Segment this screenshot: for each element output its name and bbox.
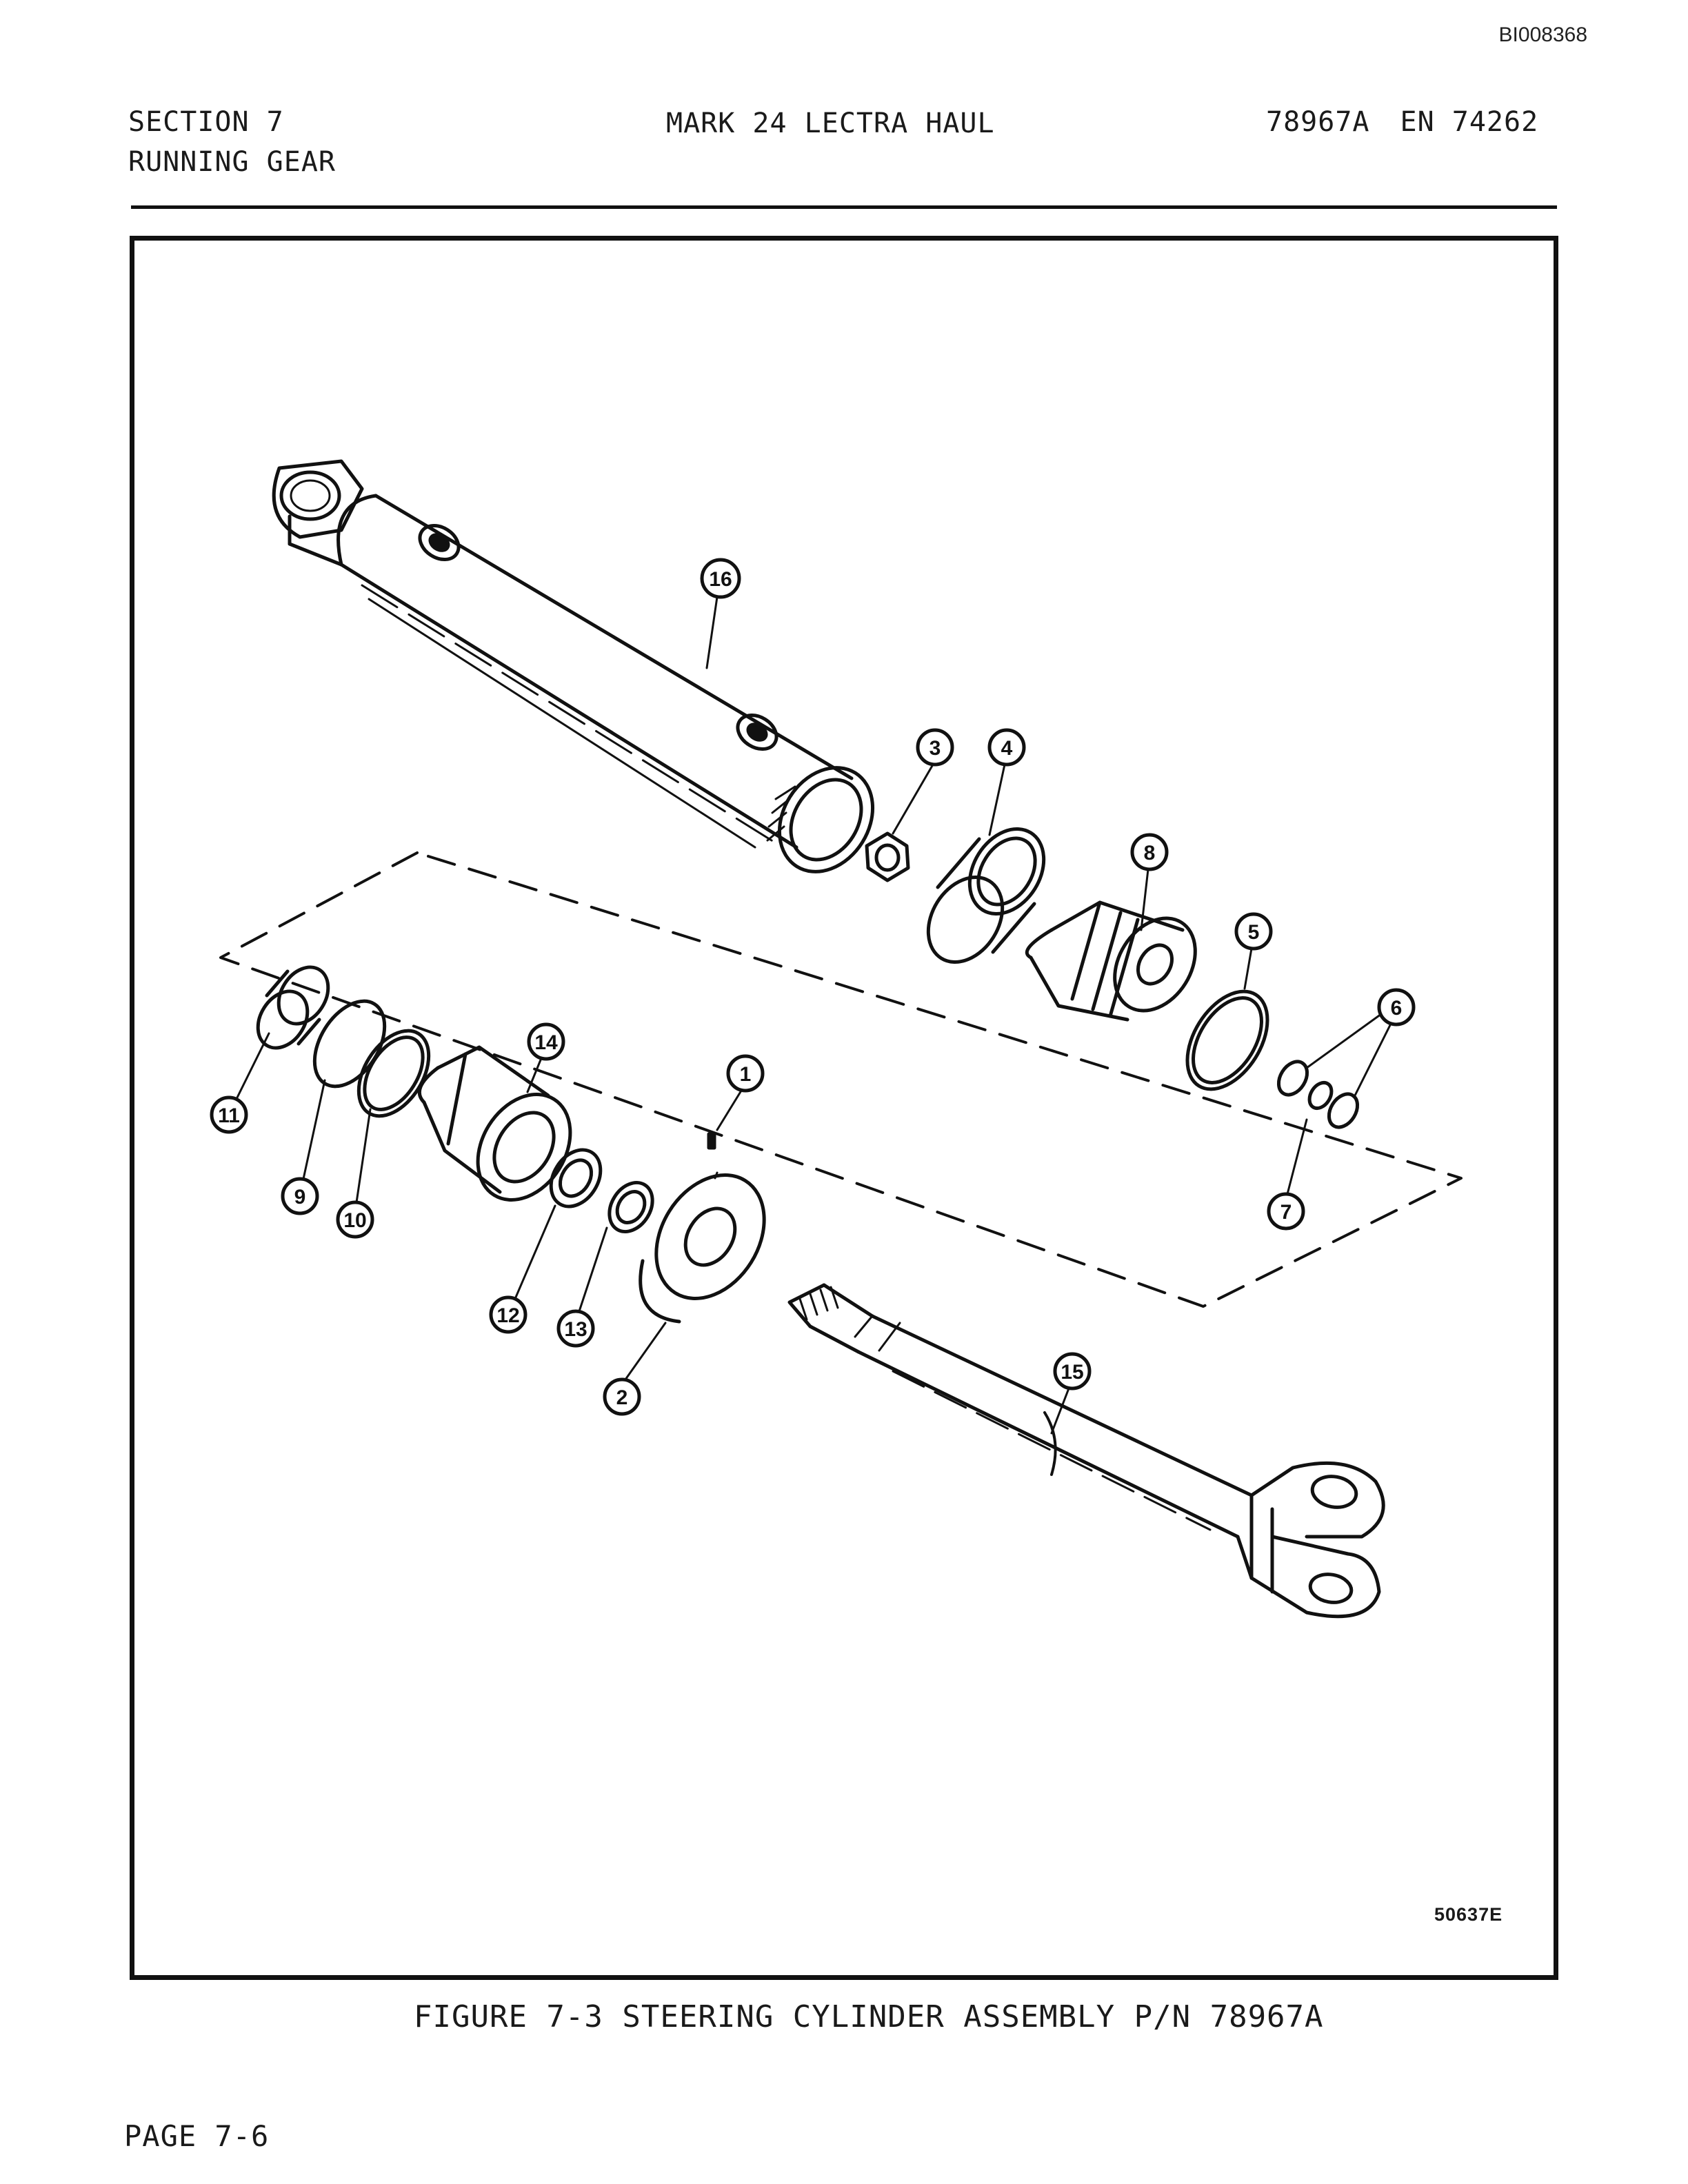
callout-label: 3 bbox=[930, 737, 941, 760]
callout-14: 14 bbox=[526, 1022, 565, 1093]
callout-label: 6 bbox=[1391, 997, 1403, 1020]
o-ring bbox=[312, 999, 387, 1089]
callout-label: 1 bbox=[740, 1063, 752, 1086]
callout-label: 14 bbox=[534, 1031, 558, 1054]
callout-label: 2 bbox=[616, 1386, 628, 1409]
callout-label: 11 bbox=[218, 1104, 240, 1127]
callout-9: 9 bbox=[281, 1079, 326, 1215]
callout-label: 16 bbox=[709, 568, 732, 591]
callout-6: 6 bbox=[1305, 988, 1416, 1097]
rod-wiper bbox=[549, 1148, 603, 1209]
rod-seal bbox=[607, 1181, 654, 1233]
assembly-plane-outline bbox=[219, 851, 1463, 1308]
piston-rod bbox=[787, 1283, 1385, 1619]
callout-10: 10 bbox=[336, 1108, 374, 1239]
callout-label: 10 bbox=[343, 1209, 366, 1232]
section-number: SECTION 7 bbox=[128, 106, 284, 138]
callout-label: 7 bbox=[1280, 1201, 1292, 1224]
callout-label: 8 bbox=[1144, 842, 1156, 865]
callout-16: 16 bbox=[700, 558, 741, 669]
part-number: 78967A bbox=[1266, 106, 1370, 138]
piston bbox=[1025, 900, 1197, 1022]
callout-label: 9 bbox=[294, 1186, 306, 1209]
callout-label: 5 bbox=[1248, 921, 1260, 944]
header-rule bbox=[131, 205, 1557, 209]
page-number: PAGE 7-6 bbox=[124, 2119, 270, 2153]
engineering-notice: EN 74262 bbox=[1400, 106, 1539, 138]
section-title: RUNNING GEAR bbox=[128, 146, 336, 178]
figure-caption: FIGURE 7-3 STEERING CYLINDER ASSEMBLY P/… bbox=[414, 1999, 1324, 2034]
gland bbox=[417, 1045, 572, 1202]
callout-label: 13 bbox=[564, 1318, 587, 1341]
bushing bbox=[256, 965, 330, 1050]
drawing-code: 50637E bbox=[1434, 1904, 1503, 1925]
callout-label: 4 bbox=[1001, 737, 1013, 760]
callout-3: 3 bbox=[892, 728, 954, 835]
callout-8: 8 bbox=[1130, 833, 1169, 931]
document-id: BI008368 bbox=[1498, 23, 1587, 46]
callout-label: 15 bbox=[1061, 1361, 1083, 1384]
callout-label: 12 bbox=[496, 1304, 519, 1327]
callout-5: 5 bbox=[1234, 912, 1273, 990]
section-heading: SECTION 7 RUNNING GEAR bbox=[128, 102, 336, 182]
callout-2: 2 bbox=[603, 1322, 667, 1416]
figure-frame bbox=[130, 236, 1558, 1980]
part-reference: 78967A EN 74262 bbox=[1266, 102, 1538, 142]
callout-12: 12 bbox=[489, 1204, 556, 1334]
callout-13: 13 bbox=[556, 1226, 608, 1348]
callout-11: 11 bbox=[210, 1032, 270, 1134]
cylinder-barrel bbox=[272, 459, 875, 873]
wear-ring bbox=[926, 827, 1046, 964]
piston-seal bbox=[1185, 989, 1269, 1091]
callout-1: 1 bbox=[716, 1054, 765, 1131]
callout-7: 7 bbox=[1267, 1118, 1308, 1231]
callout-4: 4 bbox=[987, 728, 1026, 836]
rod-collar bbox=[639, 1132, 766, 1324]
document-title: MARK 24 LECTRA HAUL bbox=[666, 108, 995, 139]
callout-15: 15 bbox=[1050, 1352, 1092, 1435]
exploded-parts-drawing: 1 2 3 4 5 6 7 8 9 bbox=[210, 459, 1463, 1619]
small-rings bbox=[1276, 1060, 1360, 1129]
piston-nut bbox=[865, 831, 910, 882]
